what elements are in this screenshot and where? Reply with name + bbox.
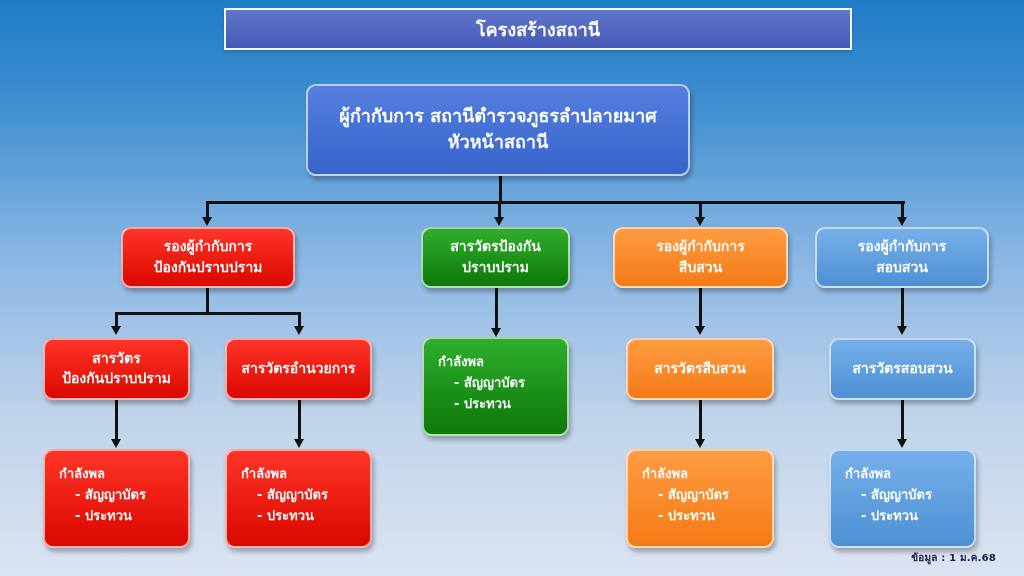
deputy-investigation-box: รองผู้กำกับการ สืบสวน xyxy=(613,227,788,288)
arrow-icon xyxy=(897,326,907,335)
deputy-investigation-subtitle: สืบสวน xyxy=(678,259,723,276)
force-box-inquiry: กำลังพล - สัญญาบัตร - ประทวน xyxy=(829,449,976,548)
connector-red-right-drop xyxy=(298,312,301,328)
arrow-icon xyxy=(695,439,705,448)
inspector-inquiry-box: สารวัตรสอบสวน xyxy=(829,338,976,400)
arrow-icon xyxy=(294,326,304,335)
page-title: โครงสร้างสถานี xyxy=(224,8,852,50)
station-chief-box: ผู้กำกับการ สถานีตำรวจภูธรลำปลายมาศ หัวห… xyxy=(306,84,690,176)
inspector-patrol-subtitle: ป้องกันปราบปราม xyxy=(62,371,171,387)
force-item: - ประทวน xyxy=(454,396,511,412)
inspector-inquiry-title: สารวัตรสอบสวน xyxy=(852,360,953,377)
force-item: - สัญญาบัตร xyxy=(658,487,729,503)
inspector-prevention-subtitle: ปราบปราม xyxy=(462,259,529,276)
arrow-icon xyxy=(294,439,304,448)
force-item: - ประทวน xyxy=(257,508,314,524)
data-source-note: ข้อมูล : 1 ม.ค.68 xyxy=(911,553,996,564)
deputy-prevention-box: รองผู้กำกับการ ป้องกันปราบปราม xyxy=(121,227,295,288)
deputy-prevention-title: รองผู้กำกับการ xyxy=(163,239,253,256)
connector-red-left-force-drop xyxy=(115,400,118,441)
arrow-icon xyxy=(111,326,121,335)
deputy-inquiry-title: รองผู้กำกับการ xyxy=(857,239,947,256)
arrow-icon xyxy=(897,217,907,226)
inspector-investigation-box: สารวัตรสืบสวน xyxy=(626,338,774,400)
force-title: กำลังพล xyxy=(59,467,106,482)
deputy-inquiry-subtitle: สอบสวน xyxy=(876,259,928,276)
force-item: - ประทวน xyxy=(861,508,918,524)
force-item: - ประทวน xyxy=(658,508,715,524)
connector-red-left-drop xyxy=(115,312,118,328)
connector-green-drop xyxy=(498,201,501,219)
deputy-inquiry-box: รองผู้กำกับการ สอบสวน xyxy=(815,227,989,288)
connector-orange-level3-drop xyxy=(699,288,702,328)
connector-red-right-force-drop xyxy=(298,400,301,441)
inspector-administration-box: สารวัตรอำนวยการ xyxy=(225,338,372,400)
inspector-prevention-title: สารวัตรป้องกัน xyxy=(450,239,541,256)
connector-red-level3-vertical xyxy=(206,288,209,314)
inspector-patrol-box: สารวัตร ป้องกันปราบปราม xyxy=(43,338,190,400)
force-box-administration: กำลังพล - สัญญาบัตร - ประทวน xyxy=(225,449,372,548)
inspector-investigation-title: สารวัตรสืบสวน xyxy=(654,360,746,377)
force-item: - สัญญาบัตร xyxy=(454,375,525,391)
inspector-administration-title: สารวัตรอำนวยการ xyxy=(241,360,356,377)
connector-orange-force-drop xyxy=(699,400,702,441)
connector-green-force-drop xyxy=(495,288,498,330)
force-box-patrol: กำลังพล - สัญญาบัตร - ประทวน xyxy=(422,337,569,436)
arrow-icon xyxy=(202,217,212,226)
arrow-icon xyxy=(491,328,501,337)
deputy-investigation-title: รองผู้กำกับการ xyxy=(656,239,745,256)
connector-main-horizontal xyxy=(207,201,905,204)
connector-lightblue-level3-drop xyxy=(901,288,904,328)
connector-red-drop xyxy=(206,201,209,219)
force-title: กำลังพล xyxy=(845,467,892,482)
inspector-patrol-title: สารวัตร xyxy=(92,350,141,367)
arrow-icon xyxy=(897,439,907,448)
connector-top-vertical xyxy=(499,176,502,204)
connector-lightblue-force-drop xyxy=(901,400,904,441)
arrow-icon xyxy=(494,217,504,226)
station-chief-title: ผู้กำกับการ สถานีตำรวจภูธรลำปลายมาศ xyxy=(339,105,657,127)
arrow-icon xyxy=(111,439,121,448)
station-chief-subtitle: หัวหน้าสถานี xyxy=(447,132,549,153)
force-box-investigation: กำลังพล - สัญญาบัตร - ประทวน xyxy=(626,449,774,548)
force-title: กำลังพล xyxy=(642,467,689,482)
force-item: - สัญญาบัตร xyxy=(75,487,146,503)
force-item: - สัญญาบัตร xyxy=(257,487,328,503)
force-box-prevention: กำลังพล - สัญญาบัตร - ประทวน xyxy=(43,449,190,548)
force-title: กำลังพล xyxy=(241,467,288,482)
force-item: - สัญญาบัตร xyxy=(861,487,932,503)
deputy-prevention-subtitle: ป้องกันปราบปราม xyxy=(153,259,263,276)
connector-lightblue-drop xyxy=(901,201,904,219)
connector-orange-drop xyxy=(699,201,702,219)
inspector-prevention-box: สารวัตรป้องกัน ปราบปราม xyxy=(421,227,570,288)
connector-red-level3-horizontal xyxy=(115,312,301,315)
arrow-icon xyxy=(695,326,705,335)
arrow-icon xyxy=(695,217,705,226)
force-title: กำลังพล xyxy=(438,355,485,370)
force-item: - ประทวน xyxy=(75,508,132,524)
